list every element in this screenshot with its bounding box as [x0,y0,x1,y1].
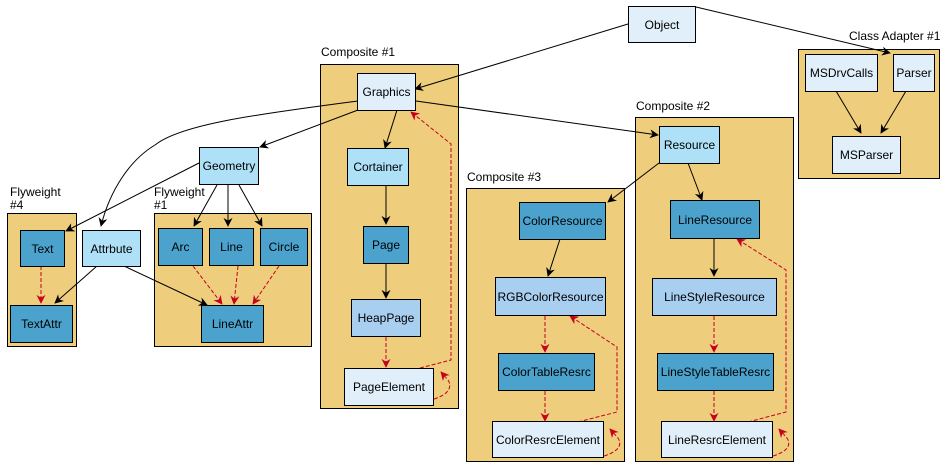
edge-colorresrcelement-rgbcolorresource [569,315,618,423]
edge-object-graphics [414,23,629,91]
edge-graphics-resource [415,100,659,139]
node-resource[interactable]: Resource [659,126,720,164]
edge-resource-colorresource [607,162,660,203]
edge-parser-msparser [880,90,907,134]
node-page[interactable]: Page [363,226,409,264]
node-heappage[interactable]: HeapPage [351,299,421,337]
node-lineattr[interactable]: LineAttr [201,305,264,343]
edge-resource-lineresource [687,162,704,201]
edge-line-lineattr [230,265,240,305]
node-msparser[interactable]: MSParser [832,136,901,174]
node-lineresrcelement[interactable]: LineResrcElement [661,421,773,458]
edge-lineresrcelement-lineresource [736,238,787,423]
node-rgbcolorresource[interactable]: RGBColorResource [495,277,606,316]
node-pageelement[interactable]: PageElement [344,368,434,406]
edge-geometry-text [65,162,200,232]
edge-circle-lineattr [252,265,280,305]
edge-attribute-textattr [54,265,98,304]
node-line[interactable]: Line [209,228,254,266]
group-label-class-adapter-1: Class Adapter #1 [849,29,941,43]
node-colorresource[interactable]: ColorResource [519,202,606,240]
node-linestyletableresrc[interactable]: LineStyleTableResrc [657,353,774,391]
node-parser[interactable]: Parser [893,54,935,92]
group-label-composite-1: Composite #1 [321,45,396,59]
group-label-composite-3: Composite #3 [467,170,542,184]
edge-geometry-circle [238,184,263,227]
group-label-composite-2: Composite #2 [636,99,711,113]
node-graphics[interactable]: Graphics [357,73,416,111]
node-container[interactable]: Cortainer [347,148,409,186]
node-colorresrcelement[interactable]: ColorResrcElement [492,421,604,458]
node-text[interactable]: Text [20,230,65,267]
edge-lineresrcelement-self [772,428,790,457]
node-circle[interactable]: Circle [260,228,308,266]
edge-arc-lineattr [192,265,223,305]
group-label-flyweight-1: Flyweight #1 [154,185,205,212]
edge-object-parser [695,6,891,56]
edge-colorresrcelement-self [603,428,621,457]
node-lineresource[interactable]: LineResource [670,200,760,239]
edge-geometry-arc [193,184,218,227]
node-linestyleresource[interactable]: LineStyleResource [652,278,777,316]
node-arc[interactable]: Arc [158,228,203,266]
edge-pageelement-self [433,371,451,400]
edge-pageelement-graphics [410,111,452,369]
node-textattr[interactable]: TextAttr [10,305,73,343]
node-object[interactable]: Object [628,6,696,43]
edge-msdrvcalls-msparser [835,90,862,134]
edge-colorresource-rgbcolorresource [546,238,561,277]
edge-graphics-attribute [98,100,359,227]
node-colortableresrc[interactable]: ColorTableResrc [498,353,595,391]
edge-attribute-lineattr [123,265,208,306]
node-msdrvcalls[interactable]: MSDrvCalls [805,54,878,92]
edge-graphics-geometry [259,109,359,149]
node-geometry[interactable]: Geometry [199,147,259,185]
edge-graphics-container [383,109,398,149]
group-label-flyweight-4: Flyweight #4 [10,185,61,212]
node-attribute[interactable]: Attrbute [82,230,141,267]
